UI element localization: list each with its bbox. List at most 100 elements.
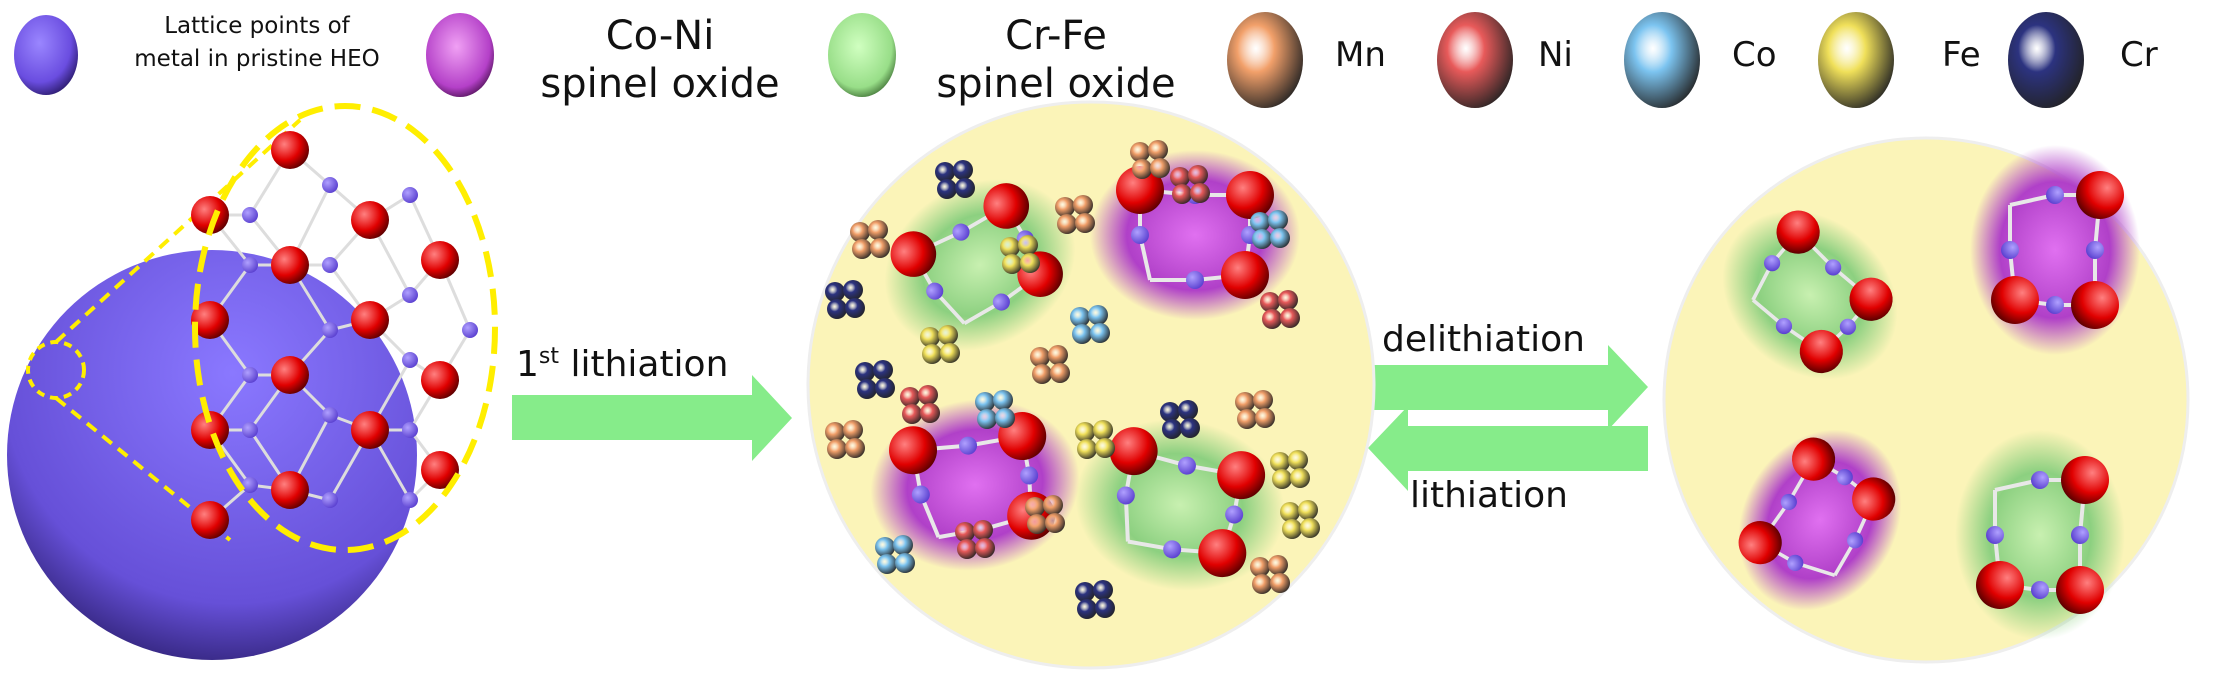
mn-atom <box>1048 345 1068 365</box>
mn-atom <box>1250 557 1270 577</box>
co-atom <box>1250 212 1270 232</box>
co-cluster <box>1250 210 1290 249</box>
fe-atom <box>1075 422 1095 442</box>
cr-atom <box>1178 400 1198 420</box>
fe-atom <box>1288 450 1308 470</box>
fe-atom <box>938 325 958 345</box>
first-lithiation-num: 1 <box>516 344 539 385</box>
legend-coni-label: Co-Ni spinel oxide <box>540 12 780 108</box>
ni-atom <box>1280 308 1300 328</box>
oxygen-atom <box>271 246 309 284</box>
lithiation-label: lithiation <box>1410 475 1568 516</box>
fe-atom <box>1000 237 1020 257</box>
metal-site <box>1787 554 1804 571</box>
metal-lattice-point <box>242 367 258 383</box>
co-atom <box>1270 228 1290 248</box>
fe-atom <box>1095 438 1115 458</box>
metal-site <box>1846 532 1864 549</box>
mn-atom <box>1148 140 1168 160</box>
co-cluster <box>975 390 1015 429</box>
oxygen-atom <box>1738 521 1782 565</box>
fe-atom <box>1298 500 1318 520</box>
domain-halo <box>1722 210 1898 380</box>
metal-lattice-point <box>322 492 338 508</box>
crfe-spinel-domain <box>1075 419 1285 591</box>
mn-atom <box>1130 142 1150 162</box>
oxygen-atom <box>271 131 309 169</box>
metal-site <box>2071 526 2089 544</box>
mn-atom <box>1270 573 1290 593</box>
co-cluster <box>1070 305 1110 344</box>
co-atom <box>993 390 1013 410</box>
legend-mn-icon <box>1227 12 1303 108</box>
oxygen-atom <box>1791 437 1836 481</box>
co-atom <box>875 537 895 557</box>
co-atom <box>895 553 915 573</box>
mn-cluster <box>1030 345 1070 384</box>
cr-cluster <box>825 280 865 319</box>
mn-atom <box>1030 347 1050 367</box>
fe-atom <box>1272 469 1292 489</box>
mn-atom <box>825 422 845 442</box>
ni-atom <box>1190 183 1210 203</box>
ni-cluster <box>900 385 940 424</box>
oxygen-atom <box>983 183 1030 229</box>
mn-atom <box>1268 555 1288 575</box>
legend-fe-label: Fe <box>1942 35 1981 75</box>
cr-atom <box>955 178 975 198</box>
legend-ni-label: Ni <box>1538 35 1573 75</box>
fe-cluster <box>1075 420 1115 459</box>
co-atom <box>1072 324 1092 344</box>
legend-co-icon <box>1624 12 1700 108</box>
fe-cluster <box>1000 235 1040 274</box>
lattice-inset <box>191 131 478 539</box>
oxygen-atom <box>1116 166 1164 214</box>
co-atom <box>1268 210 1288 230</box>
ni-cluster <box>1260 290 1300 329</box>
metal-lattice-point <box>322 407 338 423</box>
mn-atom <box>1057 214 1077 234</box>
fe-atom <box>1280 502 1300 522</box>
cr-atom <box>1160 402 1180 422</box>
mn-atom <box>843 420 863 440</box>
mn-atom <box>1055 197 1075 217</box>
cr-atom <box>827 299 847 319</box>
mn-atom <box>1235 392 1255 412</box>
fe-atom <box>1002 254 1022 274</box>
oxygen-atom <box>191 501 229 539</box>
legend-lattice-line1: Lattice points of <box>164 13 350 39</box>
metal-lattice-point <box>322 177 338 193</box>
oxygen-atom <box>421 451 459 489</box>
mn-cluster <box>1025 495 1065 534</box>
legend-coni-line1: Co-Ni <box>605 13 715 59</box>
cr-atom <box>1077 599 1097 619</box>
fe-atom <box>1290 468 1310 488</box>
mn-atom <box>827 439 847 459</box>
mn-atom <box>1237 409 1257 429</box>
zoom-inset-outline <box>192 103 498 553</box>
mn-atom <box>1252 574 1272 594</box>
metal-site <box>926 282 944 300</box>
ni-atom <box>918 385 938 405</box>
legend-crfe-line2: spinel oxide <box>936 61 1176 107</box>
co-atom <box>877 554 897 574</box>
cr-atom <box>875 378 895 398</box>
oxygen-atom <box>2071 281 2119 329</box>
oxygen-atom <box>2056 566 2104 614</box>
oxygen-atom <box>2076 171 2124 219</box>
cr-atom <box>857 379 877 399</box>
first-lithiation-text: lithiation <box>559 344 729 385</box>
metal-site <box>1780 493 1797 511</box>
oxygen-atom <box>1221 251 1269 299</box>
legend-coni-line2: spinel oxide <box>540 61 780 107</box>
legend-mn-label: Mn <box>1335 35 1386 75</box>
fe-atom <box>920 327 940 347</box>
oxygen-atom <box>2061 456 2109 504</box>
metal-site <box>1839 318 1857 335</box>
mn-atom <box>1150 158 1170 178</box>
co-atom <box>1090 323 1110 343</box>
co-atom <box>1252 229 1272 249</box>
oxygen-atom <box>890 231 937 277</box>
legend-cr-label: Cr <box>2120 35 2158 75</box>
mn-atom <box>1073 195 1093 215</box>
